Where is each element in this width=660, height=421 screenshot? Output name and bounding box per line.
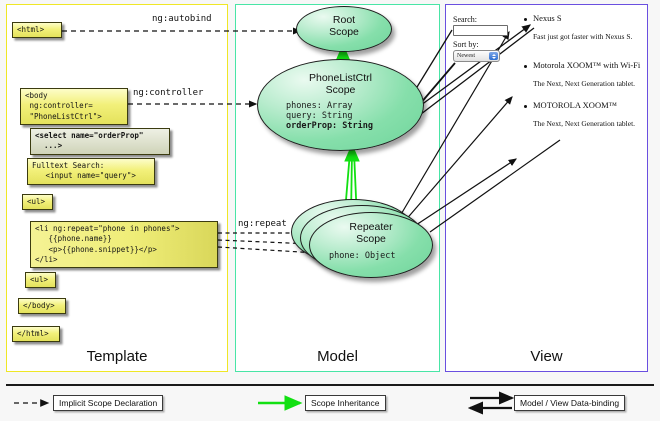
scope-repeater-title-1: Repeater xyxy=(349,221,393,233)
edge-bind-item-1 xyxy=(399,30,510,217)
code-box-ul-open[interactable]: <ul> xyxy=(22,194,53,211)
code-box-body-open[interactable]: <body ng:controller= "PhoneListCtrl"> xyxy=(20,88,128,126)
panel-template-label: Template xyxy=(86,348,148,365)
legend-model-view-data-binding: Model / View Data-binding xyxy=(514,395,626,411)
scope-root-title-1: Root xyxy=(332,14,356,26)
phone-item-title[interactable]: MOTOROLA XOOM™ xyxy=(533,100,617,110)
code-box-select[interactable]: <select name="orderProp" ...> xyxy=(30,128,170,155)
phone-item-desc: The Next, Next Generation tablet. xyxy=(533,119,636,128)
edge-label-autobind: ng:autobind xyxy=(152,14,212,24)
scope-repeater-title-2: Scope xyxy=(356,233,386,246)
scope-ctrl-prop-phones: phones: Array xyxy=(286,100,353,111)
scope-ctrl-title-1: PhoneListCtrl xyxy=(308,72,373,84)
legend-implicit-scope-declaration: Implicit Scope Declaration xyxy=(53,395,164,411)
list-bullet xyxy=(524,18,527,21)
edge-label-controller: ng:controller xyxy=(133,88,204,98)
code-box-li-repeat[interactable]: <li ng:repeat="phone in phones"> {{phone… xyxy=(30,221,218,269)
edge-bind-item-3 xyxy=(409,158,518,230)
scope-root-title-2: Scope xyxy=(329,26,359,39)
search-label: Search: xyxy=(453,15,477,24)
search-input[interactable] xyxy=(453,25,508,36)
code-box-body-close[interactable]: </body> xyxy=(18,298,66,315)
code-box-html-open[interactable]: <html> xyxy=(12,22,62,39)
scope-ctrl-title-2: Scope xyxy=(325,84,356,97)
legend-scope-inheritance: Scope Inheritance xyxy=(305,395,386,411)
sort-by-label: Sort by: xyxy=(453,40,479,49)
panel-model: Model xyxy=(235,4,440,372)
edge-bind-phones-2 xyxy=(403,27,535,128)
list-bullet xyxy=(524,65,527,68)
panel-model-label: Model xyxy=(317,348,358,365)
phone-item-desc: The Next, Next Generation tablet. xyxy=(533,79,636,88)
scope-repeater[interactable]: Repeater Scope phone: Object xyxy=(309,212,433,278)
code-box-fulltext-search[interactable]: Fulltext Search: <input name="query"> xyxy=(27,158,155,185)
phone-item-desc: Fast just got faster with Nexus S. xyxy=(533,32,633,41)
scope-repeater-prop-phone: phone: Object xyxy=(329,250,396,261)
panel-view: View xyxy=(445,4,648,372)
sort-by-select[interactable]: Newest xyxy=(453,50,500,62)
legend-divider xyxy=(6,384,654,386)
phone-item-title[interactable]: Motorola XOOM™ with Wi-Fi xyxy=(533,60,641,70)
scope-ctrl-prop-query: query: String xyxy=(286,111,353,122)
list-bullet xyxy=(524,105,527,108)
select-stepper-icon[interactable] xyxy=(489,52,498,60)
code-box-html-close[interactable]: </html> xyxy=(12,326,60,343)
edge-repeat-3 xyxy=(217,246,318,256)
edge-bind-item-2 xyxy=(403,96,513,223)
edge-label-repeat: ng:repeat xyxy=(238,219,287,229)
panel-view-label: View xyxy=(530,348,563,365)
phone-item-title[interactable]: Nexus S xyxy=(533,13,562,23)
sort-by-selected-value: Newest xyxy=(457,53,475,59)
edge-bind-item-4 xyxy=(429,139,561,233)
scope-root[interactable]: Root Scope xyxy=(296,6,392,52)
scope-phonelistctrl[interactable]: PhoneListCtrl Scope phones: Array query:… xyxy=(257,59,424,151)
scope-ctrl-prop-orderprop: orderProp: String xyxy=(286,121,373,132)
code-box-ul-close[interactable]: <ul> xyxy=(25,272,56,289)
